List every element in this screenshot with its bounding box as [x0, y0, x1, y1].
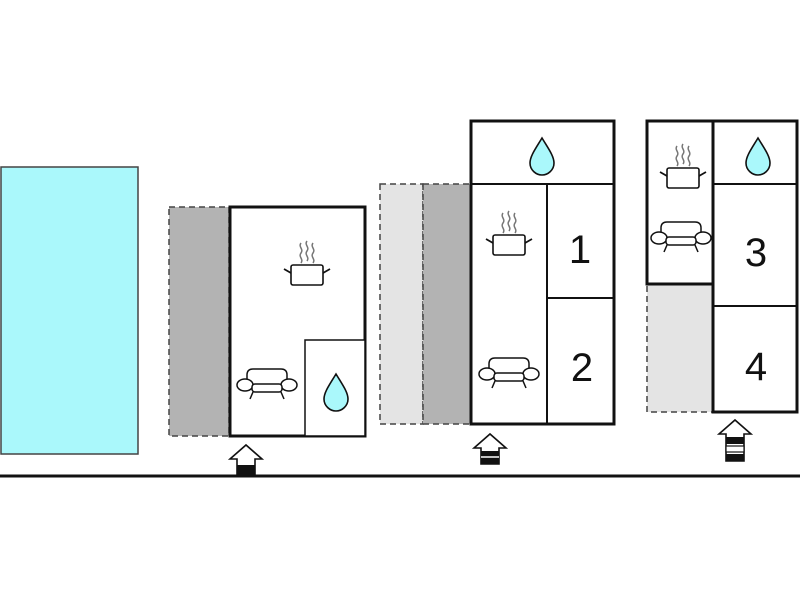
terrace-area [422, 183, 472, 425]
room-number-4: 4 [745, 345, 767, 389]
unit-b-outline [469, 119, 616, 426]
terrace-area [168, 206, 230, 437]
entrance-arrow-icon [716, 418, 754, 462]
room-number-3: 3 [745, 231, 767, 275]
room-number-1: 1 [569, 228, 591, 272]
entrance-arrow-icon [471, 432, 509, 465]
pool-area [0, 166, 139, 455]
terrace-area [646, 283, 714, 413]
room-number-2: 2 [571, 346, 593, 390]
entrance-arrow-icon [227, 443, 265, 476]
terrace-area [379, 183, 424, 425]
unit-c-upper-outline [645, 119, 715, 286]
